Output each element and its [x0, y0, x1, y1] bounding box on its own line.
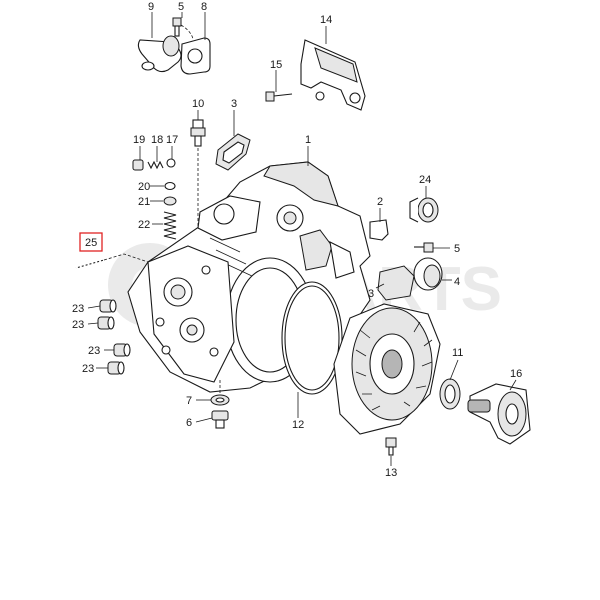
- part-10-fitting: [190, 119, 206, 147]
- part-21-washer: [163, 196, 177, 206]
- part-4-cap: [413, 257, 443, 291]
- label-23-2: 23: [72, 319, 84, 331]
- part-19-plug: [132, 159, 144, 171]
- part-14-bracket: [300, 39, 366, 111]
- part-12-o-ring: [281, 281, 343, 395]
- label-10: 10: [192, 98, 204, 110]
- part-16-output-flange: [467, 383, 531, 445]
- label-20: 20: [138, 181, 150, 193]
- part-8-gasket: [180, 37, 211, 75]
- label-17: 17: [166, 134, 178, 146]
- label-25: 25: [85, 237, 97, 249]
- callout-labels: 9 5 8 14 15 10 3 1 19 18 17 20 21 22 24 …: [72, 1, 522, 479]
- label-5-right: 5: [454, 243, 460, 255]
- label-12: 12: [292, 419, 304, 431]
- part-18-spring: [147, 160, 164, 170]
- part-17-ball: [166, 158, 176, 168]
- part-2-clip: [369, 219, 389, 241]
- label-22: 22: [138, 219, 150, 231]
- label-2: 2: [377, 196, 383, 208]
- part-24-seal: [409, 197, 439, 223]
- highlight-box-part-25: [79, 232, 103, 252]
- label-9: 9: [148, 1, 154, 13]
- label-1: 1: [305, 134, 311, 146]
- part-13-bolt: [385, 437, 397, 456]
- part-5-bolt-right: [414, 242, 434, 253]
- label-3-right: 3: [368, 288, 374, 300]
- label-4: 4: [454, 276, 460, 288]
- label-5-top: 5: [178, 1, 184, 13]
- label-11: 11: [452, 347, 463, 359]
- label-3-top: 3: [231, 98, 237, 110]
- part-23-sleeves: [97, 299, 131, 375]
- part-3-cover-top: [215, 133, 251, 171]
- label-23-1: 23: [72, 303, 84, 315]
- label-18: 18: [151, 134, 163, 146]
- part-25-stud: [75, 258, 105, 270]
- label-8: 8: [201, 1, 207, 13]
- label-21: 21: [138, 196, 150, 208]
- label-13: 13: [385, 467, 397, 479]
- part-3-cover-right: [377, 265, 415, 301]
- part-22-spring: [163, 211, 177, 240]
- label-23-4: 23: [82, 363, 94, 375]
- part-20-o-ring: [164, 181, 176, 191]
- label-6: 6: [186, 417, 192, 429]
- part-11-seal: [439, 378, 461, 410]
- part-cover-plate: [333, 303, 441, 435]
- part-7-washer: [210, 394, 230, 406]
- label-7: 7: [186, 395, 192, 407]
- part-9-elbow-pipe: [137, 35, 182, 73]
- label-14: 14: [320, 14, 332, 26]
- label-16: 16: [510, 368, 522, 380]
- leader-lines: [87, 12, 517, 466]
- label-15: 15: [270, 59, 282, 71]
- label-19: 19: [133, 134, 145, 146]
- label-23-3: 23: [88, 345, 100, 357]
- part-5-bolt-top: [172, 17, 182, 37]
- part-15-bolt: [265, 91, 293, 102]
- label-24: 24: [419, 174, 431, 186]
- part-6-drain-plug: [211, 410, 229, 429]
